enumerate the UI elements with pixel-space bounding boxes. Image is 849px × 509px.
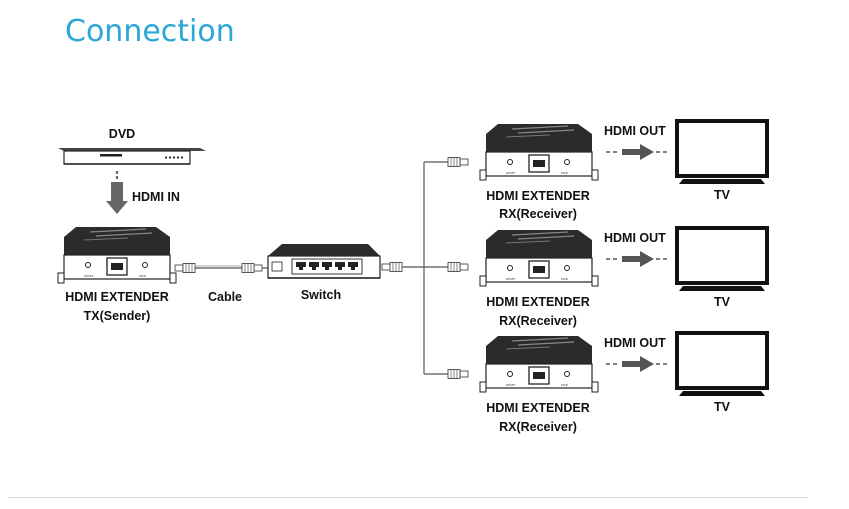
cable-tx-to-switch <box>174 263 268 273</box>
tx-sender-device-icon <box>57 226 177 284</box>
tv-1-icon <box>675 119 769 186</box>
tx-label-line1: HDMI EXTENDER <box>65 290 168 304</box>
bottom-divider <box>8 497 808 498</box>
rx1-label-line2: RX(Receiver) <box>499 207 577 221</box>
rx-receiver-3-device-icon <box>479 335 599 393</box>
tv-2-label: TV <box>714 295 731 309</box>
dvd-label: DVD <box>109 127 135 141</box>
tv-3-icon <box>675 331 769 398</box>
rx-receiver-1-device-icon <box>479 123 599 181</box>
tx-label-line2: TX(Sender) <box>84 309 151 323</box>
cable-label: Cable <box>208 290 242 304</box>
hdmi-out-label-3: HDMI OUT <box>604 336 666 350</box>
hdmi-out-label-1: HDMI OUT <box>604 124 666 138</box>
network-switch-icon <box>267 244 381 279</box>
dvd-player-icon <box>58 148 206 165</box>
tv-1-label: TV <box>714 188 731 202</box>
rx2-label-line1: HDMI EXTENDER <box>486 295 589 309</box>
rx3-label-line2: RX(Receiver) <box>499 420 577 434</box>
cable-switch-to-receivers <box>381 157 469 379</box>
hdmi-out-label-2: HDMI OUT <box>604 231 666 245</box>
hdmi-in-arrow <box>106 171 128 214</box>
hdmi-out-arrow-1 <box>606 144 668 160</box>
switch-label: Switch <box>301 288 341 302</box>
rx2-label-line2: RX(Receiver) <box>499 314 577 328</box>
rx1-label-line1: HDMI EXTENDER <box>486 189 589 203</box>
tv-2-icon <box>675 226 769 293</box>
page-title: Connection <box>65 14 235 49</box>
rx-receiver-2-device-icon <box>479 229 599 287</box>
rx3-label-line1: HDMI EXTENDER <box>486 401 589 415</box>
hdmi-in-label: HDMI IN <box>132 190 180 204</box>
hdmi-out-arrow-3 <box>606 356 668 372</box>
hdmi-out-arrow-2 <box>606 251 668 267</box>
tv-3-label: TV <box>714 400 731 414</box>
